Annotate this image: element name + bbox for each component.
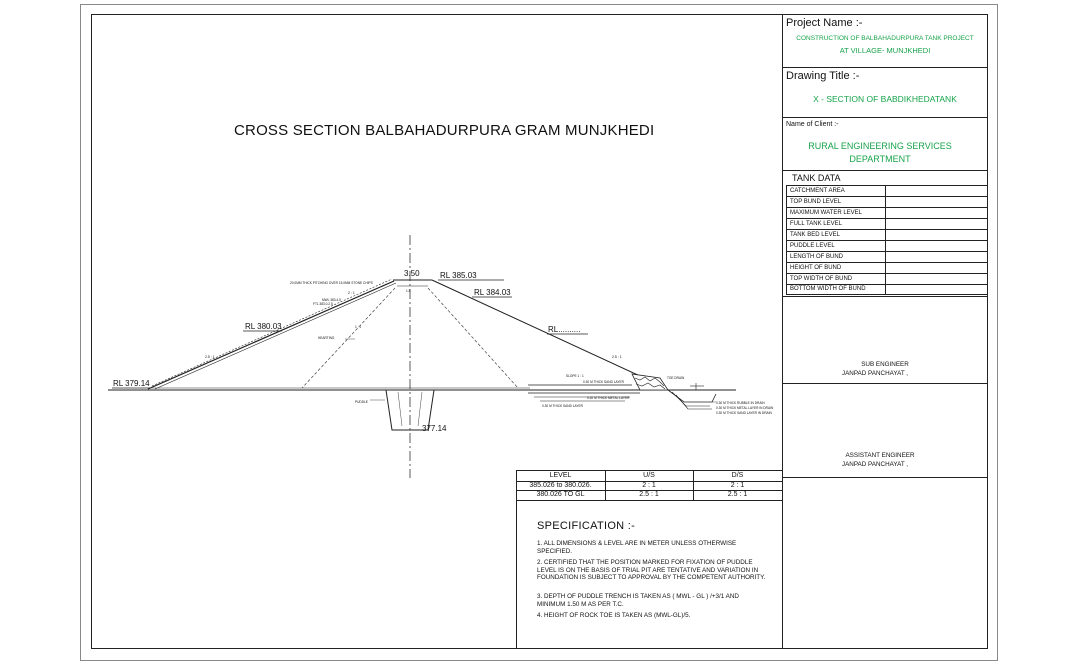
- us-slope: [147, 280, 395, 390]
- note-metal-layer: 0.20 M THICK METAL LAYER: [587, 396, 630, 400]
- note-sand-bottom: 0.30 M THICK SAND LAYER: [542, 404, 583, 408]
- project-line1: CONSTRUCTION OF BALBAHADURPURA TANK PROJ…: [796, 35, 974, 42]
- specification-title: SPECIFICATION :-: [537, 520, 636, 532]
- tank-data-row: CATCHMENT AREA: [790, 188, 845, 194]
- tank-data-row: FULL TANK LEVEL: [790, 221, 842, 227]
- spec-item: 3. DEPTH OF PUDDLE TRENCH IS TAKEN AS ( …: [537, 593, 739, 608]
- ds-cell: 2.5 : 1: [727, 491, 748, 498]
- ds-cell: 2 : 1: [730, 482, 745, 489]
- client-line2: DEPARTMENT: [849, 154, 911, 164]
- sub-engineer: SUB ENGINEER: [861, 361, 909, 368]
- note-casing-us: 1 : 1: [355, 325, 362, 329]
- note-top-strip: 1.5: [406, 289, 411, 293]
- assistant-engineer-office: JANPAD PANCHAYAT ,: [841, 461, 909, 468]
- rl-us-mid-label: RL 380.03: [245, 322, 282, 331]
- us-cell: 2.5 : 1: [639, 491, 659, 498]
- us-cell: 2 : 1: [642, 482, 656, 489]
- rl-top-label: RL 385.03: [440, 271, 477, 280]
- spec-item: 4. HEIGHT OF ROCK TOE IS TAKEN AS (MWL-G…: [537, 612, 691, 619]
- hearting-ds: [427, 287, 519, 389]
- slope-us-upper: 2 : 1: [348, 291, 355, 295]
- drawing-frame: [91, 14, 988, 649]
- note-puddle: PUDDLE: [355, 400, 368, 404]
- rl-us-toe-label: RL 379.14: [113, 379, 150, 388]
- note-rt-sand: 0.30 M THICK SAND LAYER IN DRAIN: [716, 411, 772, 415]
- title-block-divider: [782, 14, 783, 649]
- us-header: U/S: [643, 472, 655, 479]
- level-header: LEVEL: [549, 472, 572, 479]
- project-name-label: Project Name :-: [786, 17, 863, 29]
- slope-us-lower: 2.5 : 1: [205, 355, 215, 359]
- note-rock-layer: 0.30 M THICK SAND LAYER: [583, 380, 624, 384]
- assistant-engineer: ASSISTANT ENGINEER: [845, 452, 915, 459]
- toe-drain: [667, 389, 717, 403]
- note-mwl: MWL 383.4.5: [322, 298, 341, 302]
- level-cell: 385.026 to 380.026.: [529, 482, 592, 489]
- drawing-title-label: Drawing Title :-: [786, 70, 860, 82]
- drawing-main-title: CROSS SECTION BALBAHADURPURA GRAM MUNJKH…: [234, 122, 655, 139]
- tank-data-row: MAXIMUM WATER LEVEL: [790, 210, 863, 216]
- ds-header: D/S: [731, 472, 744, 479]
- tank-data-row: HEIGHT OF BUND: [790, 265, 842, 271]
- tank-data-label: TANK DATA: [792, 173, 841, 183]
- tank-data-row: TANK BED LEVEL: [790, 232, 840, 238]
- tank-data-row: TOP BUND LEVEL: [790, 199, 842, 205]
- hearting-us: [301, 287, 396, 389]
- client-label: Name of Client :-: [786, 121, 839, 128]
- sheet-border: [80, 4, 998, 661]
- client-line1: RURAL ENGINEERING SERVICES: [808, 141, 952, 151]
- tank-data-row: LENGTH OF BUND: [790, 254, 844, 260]
- us-pitching-inner: [154, 282, 397, 390]
- spec-item: 2. CERTIFIED THAT THE POSITION MARKED FO…: [537, 559, 766, 582]
- rl-ds-upper-label: RL 384.03: [474, 288, 511, 297]
- ds-slope: [431, 279, 641, 377]
- project-line2: AT VILLAGE- MUNJKHEDI: [839, 46, 931, 55]
- note-rt-metal: 0.30 M THICK METAL LAYER IN DRAIN: [716, 406, 774, 410]
- puddle-trench: [385, 389, 435, 431]
- tank-data-row: PUDDLE LEVEL: [790, 243, 835, 249]
- spec-item: 1. ALL DIMENSIONS & LEVEL ARE IN METER U…: [537, 540, 737, 555]
- rl-ds-blank-label: RL..........: [548, 325, 581, 334]
- us-pitching: [151, 278, 393, 387]
- note-toe-drain: TOE DRAIN: [667, 376, 685, 380]
- tank-data-row: TOP WIDTH OF BUND: [790, 276, 853, 282]
- note-hearting: HEARTING: [318, 336, 335, 340]
- note-slope-rock: SLOPE 1 : 1: [566, 374, 584, 378]
- tank-data-row: BOTTOM WIDTH OF BUND: [790, 286, 866, 292]
- sub-engineer-office: JANPAD PANCHAYAT ,: [841, 370, 909, 377]
- puddle-bottom-label: 377.14: [422, 424, 447, 433]
- top-width-label: 3.50: [404, 269, 420, 278]
- level-cell: 380.026 TO GL: [536, 491, 585, 498]
- rock-toe: [631, 373, 669, 391]
- drawing-title-value: X - SECTION OF BABDIKHEDATANK: [813, 94, 957, 104]
- slope-ds: 2.5 : 1: [612, 355, 622, 359]
- note-ftl: FTL 383.0.2.5: [313, 302, 333, 306]
- note-pitching: 20.0MM THICK PITCHING OVER 15.0MM STONE …: [290, 281, 373, 285]
- note-rubble: 0.30 M THICK RUBBLE IN DRAIN: [716, 401, 765, 405]
